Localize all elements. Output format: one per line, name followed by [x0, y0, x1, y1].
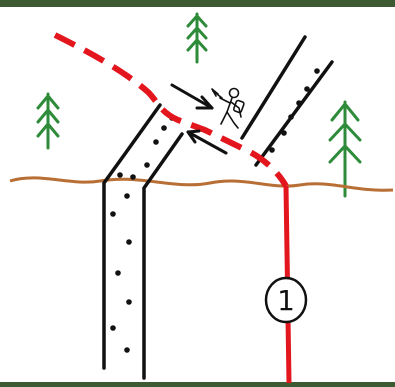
hiker-icon [212, 89, 244, 129]
conifer-tree-icon [188, 14, 206, 62]
route-number-label: 1 [277, 284, 295, 317]
route-number-marker: 1 [266, 278, 306, 322]
trench-walls [104, 37, 332, 378]
direction-arrow-icon [172, 85, 212, 108]
route-dashed-segment [55, 35, 286, 186]
conifer-tree-icon [38, 94, 58, 148]
conifer-tree-icon [330, 102, 360, 196]
ground-line [10, 178, 393, 190]
